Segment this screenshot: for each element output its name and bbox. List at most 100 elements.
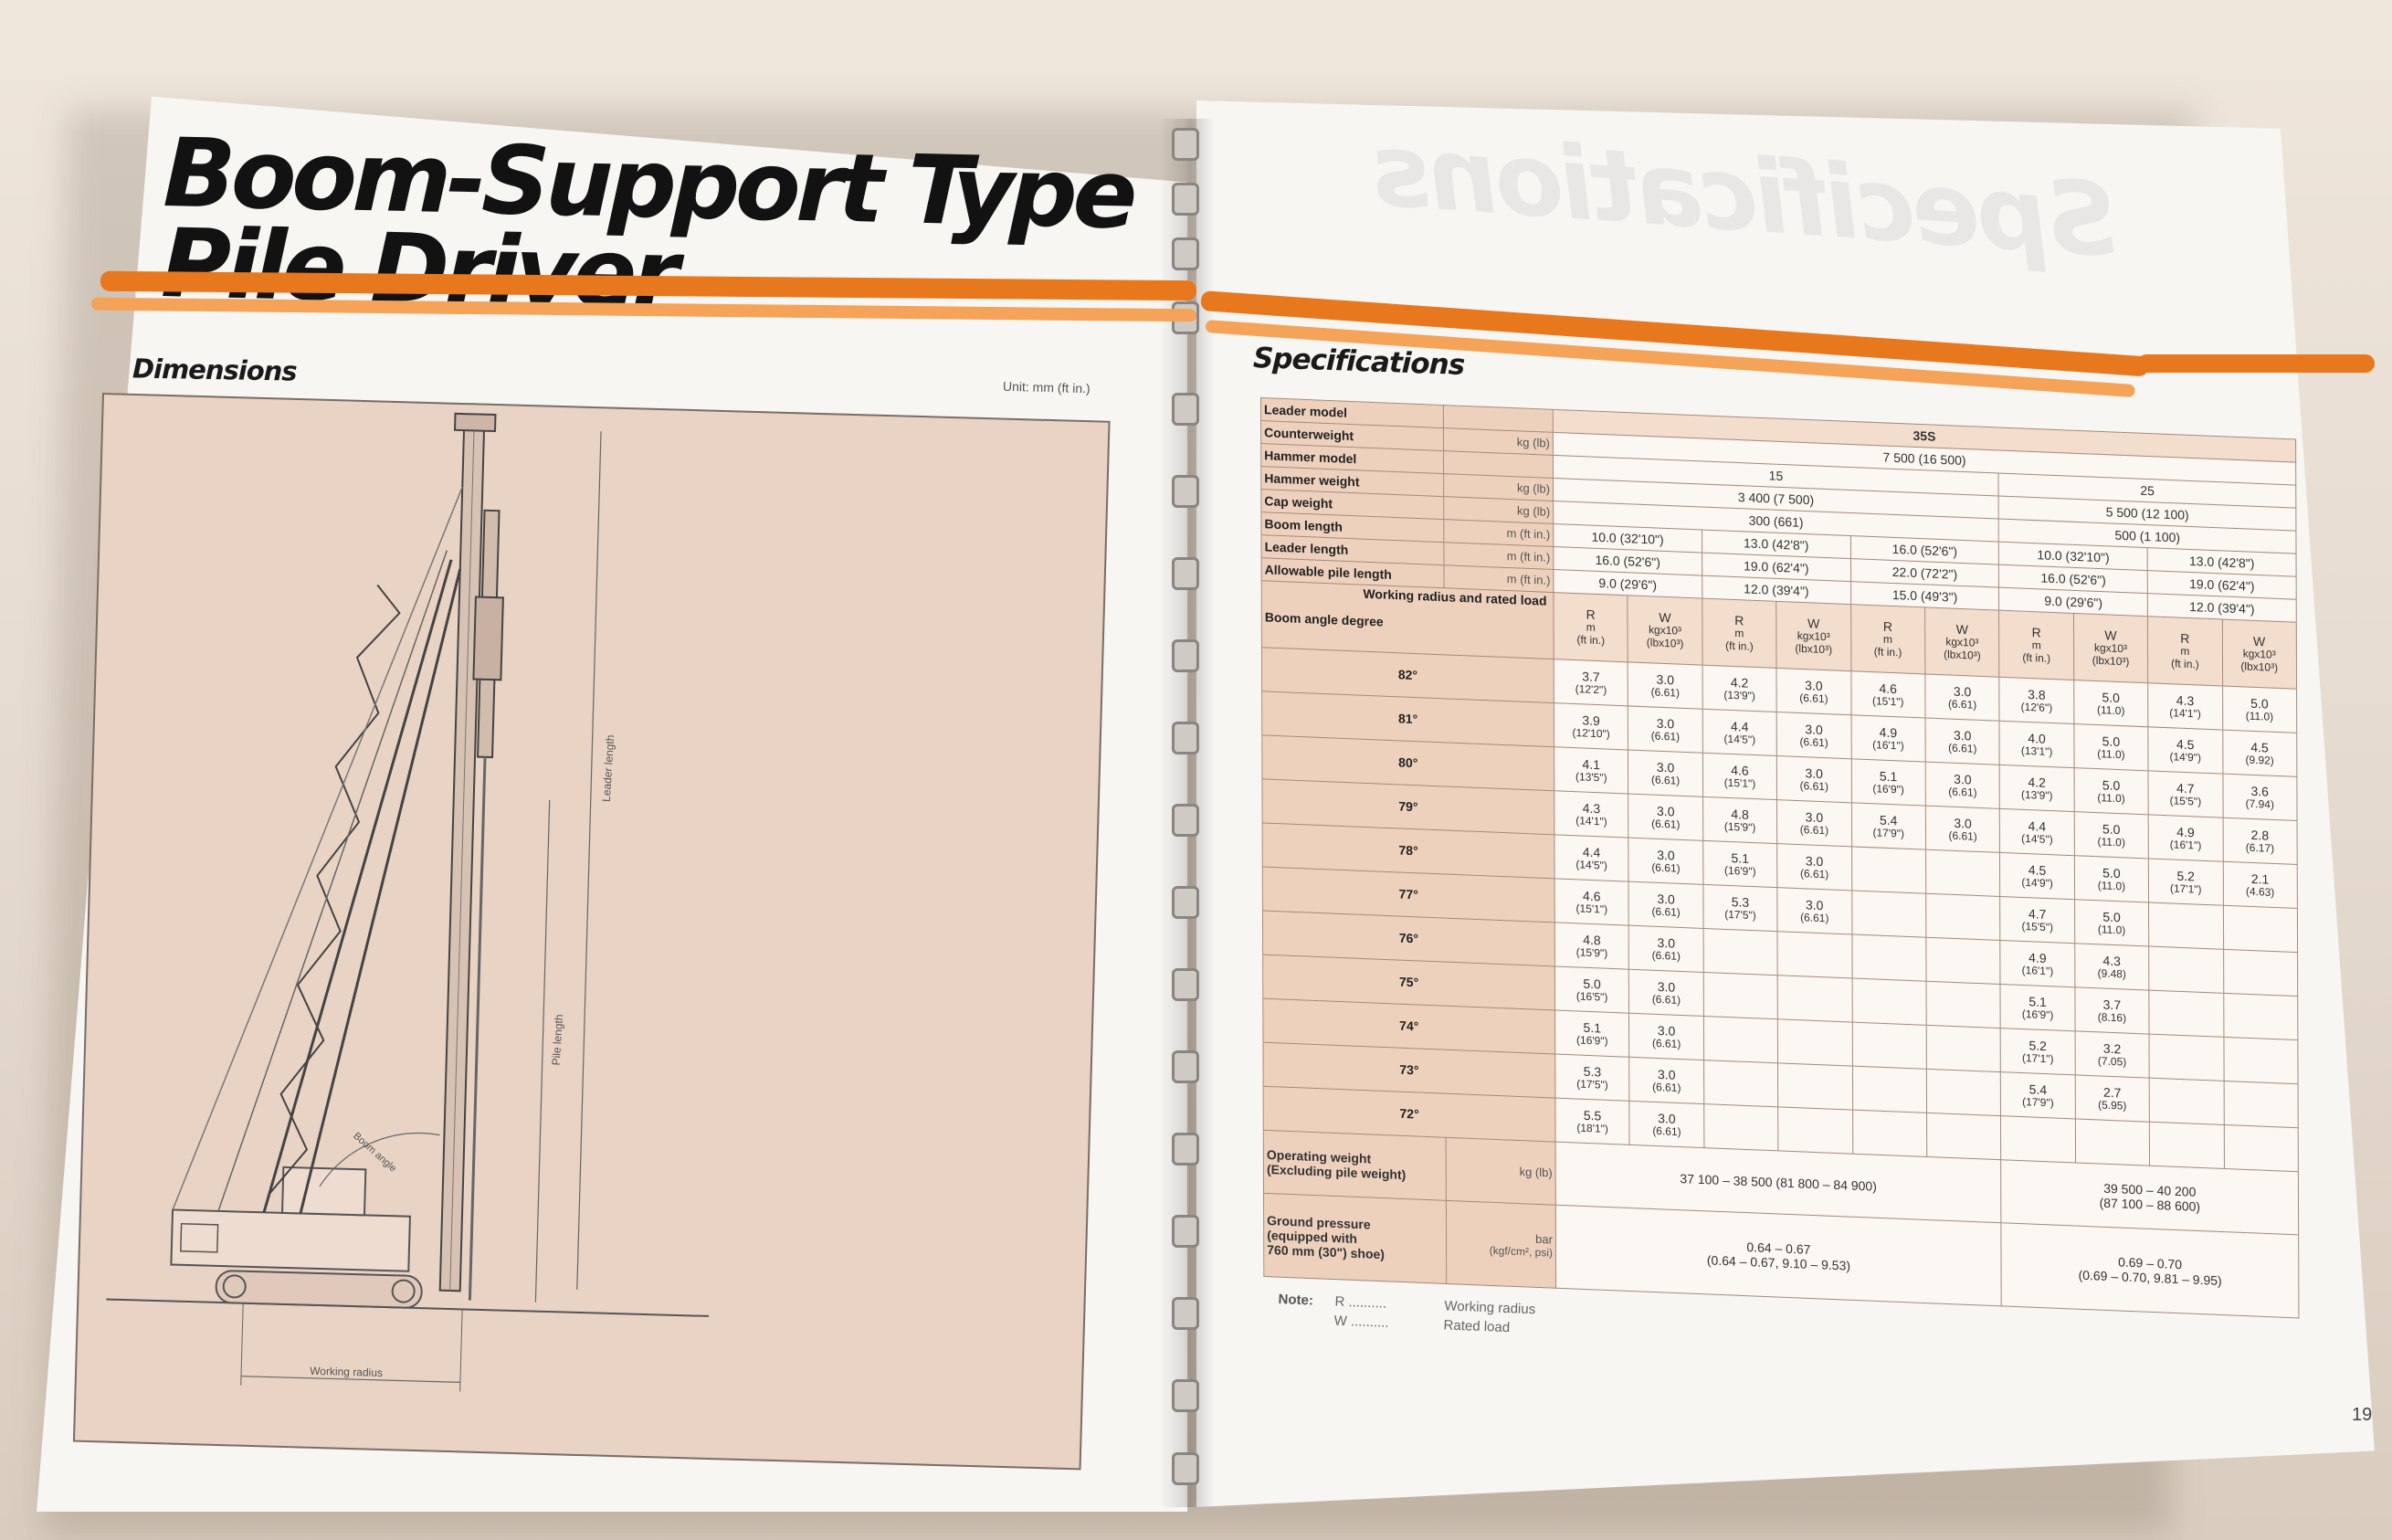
- radius-cell: 5.1(16'9"): [1850, 758, 1926, 807]
- binding-ring: [1172, 1297, 1199, 1330]
- radius-cell: [2148, 990, 2224, 1038]
- dimensions-heading: Dimensions: [132, 353, 297, 387]
- working-radius-label: Working radius: [309, 1364, 384, 1379]
- radius-cell: 4.9(16'1"): [2148, 814, 2223, 862]
- radius-cell: 5.3(17'5"): [1702, 884, 1778, 932]
- radius-cell: 4.3(14'1"): [1554, 790, 1629, 839]
- load-cell: 5.0(11.0): [2074, 855, 2149, 902]
- radius-cell: [2149, 1122, 2224, 1169]
- radius-cell: 5.2(17'1"): [2000, 1028, 2075, 1075]
- row-sublabel: (Excluding pile weight): [1266, 1161, 1407, 1183]
- radius-cell: 5.3(17'5"): [1554, 1054, 1630, 1102]
- load-cell: 3.0(6.61): [1628, 749, 1703, 797]
- radius-cell: 3.9(12'10"): [1554, 702, 1628, 750]
- binding-ring: [1172, 1133, 1199, 1166]
- page-number: 19: [2352, 1405, 2373, 1425]
- radius-cell: 4.8(15'9"): [1702, 796, 1777, 844]
- load-cell: 5.0(11.0): [2074, 899, 2149, 947]
- load-cell: [1777, 1106, 1853, 1155]
- radius-cell: [1852, 1066, 1927, 1113]
- load-cell: [1925, 981, 2001, 1028]
- radius-cell: 3.8(12'6"): [1999, 677, 2074, 724]
- radius-cell: 4.5(14'9"): [1999, 852, 2075, 900]
- binding-ring: [1172, 1050, 1199, 1083]
- load-cell: 2.1(4.63): [2222, 861, 2298, 909]
- radius-cell: 4.4(14'5"): [1999, 808, 2075, 856]
- load-cell: 5.0(11.0): [2073, 680, 2148, 727]
- load-cell: [1777, 931, 1852, 979]
- radius-cell: 5.1(16'9"): [1702, 840, 1778, 888]
- radius-cell: [2148, 902, 2224, 950]
- load-cell: [2075, 1118, 2150, 1166]
- load-cell: 3.0(6.61): [1925, 762, 2000, 809]
- load-cell: 3.0(6.61): [1629, 1101, 1704, 1148]
- radius-cell: 5.0(16'5"): [1554, 965, 1629, 1014]
- radius-cell: [1851, 1022, 1927, 1070]
- radius-cell: [1852, 1110, 1927, 1157]
- radius-cell: [2148, 946, 2224, 994]
- radius-cell: 4.3(14'1"): [2147, 682, 2223, 731]
- load-cell: [1777, 975, 1852, 1023]
- dimensions-drawing-panel: Leader length Pile length Working radius…: [72, 393, 1111, 1471]
- binding-ring: [1172, 639, 1199, 672]
- load-cell: 3.0(6.61): [1628, 969, 1704, 1017]
- load-cell: [1925, 849, 2000, 897]
- operating-weight-value: 39 500 – 40 200(87 100 – 88 600): [2000, 1159, 2299, 1235]
- radius-cell: [2149, 1034, 2224, 1081]
- binding-ring: [1172, 1215, 1199, 1248]
- load-cell: 3.6(7.94): [2222, 774, 2298, 821]
- binding-ring: [1172, 804, 1199, 837]
- load-cell: 5.0(11.0): [2073, 723, 2149, 771]
- radius-cell: 4.9(16'1"): [1850, 714, 1926, 763]
- note-value: Working radius: [1444, 1298, 1536, 1318]
- radius-cell: 5.1(16'9"): [1554, 1009, 1630, 1058]
- load-cell: 3.0(6.61): [1628, 661, 1703, 710]
- load-cell: [2223, 1124, 2299, 1172]
- unit: kg (lb): [1446, 1137, 1556, 1206]
- load-cell: 3.0(6.61): [1628, 925, 1704, 973]
- radius-cell: [1851, 978, 1927, 1026]
- radius-cell: [1851, 846, 1926, 894]
- radius-cell: 4.5(14'9"): [2147, 726, 2223, 775]
- binding-ring: [1172, 183, 1199, 216]
- note-label: Note:: [1278, 1291, 1314, 1309]
- unit: bar(kgf/cm², psi): [1446, 1200, 1556, 1289]
- radius-cell: [1703, 1016, 1778, 1063]
- radius-cell: 4.4(14'5"): [1702, 709, 1777, 756]
- crawler-pile-driver-drawing: [106, 412, 710, 1392]
- load-cell: 3.0(6.61): [1924, 717, 2000, 765]
- load-cell: 3.0(6.61): [1628, 794, 1703, 841]
- note-value: Rated load: [1443, 1317, 1511, 1336]
- radius-cell: [1851, 890, 1926, 938]
- radius-cell: [1703, 1060, 1778, 1107]
- radius-cell: 4.8(15'9"): [1554, 922, 1629, 970]
- binding-ring: [1172, 1379, 1199, 1412]
- radius-cell: 4.9(16'1"): [2000, 940, 2075, 987]
- load-cell: [1777, 1018, 1853, 1067]
- load-cell: 2.7(5.95): [2074, 1074, 2150, 1123]
- unit-label: Unit: mm (ft in.): [1002, 378, 1091, 396]
- load-cell: 3.0(6.61): [1776, 668, 1851, 715]
- load-cell: [2223, 1037, 2299, 1084]
- radius-cell: 4.6(15'1"): [1850, 670, 1925, 718]
- radius-cell: 5.5(18'1"): [1554, 1098, 1630, 1145]
- radius-cell: [2000, 1115, 2076, 1163]
- load-cell: 4.3(9.48): [2074, 943, 2149, 991]
- radius-cell: 4.6(15'1"): [1702, 753, 1777, 800]
- load-cell: [2222, 905, 2298, 953]
- load-cell: [2223, 949, 2298, 997]
- ground-pressure-value: 0.64 – 0.67(0.64 – 0.67, 9.10 – 9.53): [1555, 1205, 2002, 1306]
- load-table-body: 82°3.7(12'2")3.0(6.61)4.2(13'9")3.0(6.61…: [1261, 647, 2299, 1172]
- load-cell: 3.0(6.61): [1776, 843, 1852, 891]
- boom-angle-header: Boom angle degree: [1264, 609, 1384, 629]
- binding-ring: [1172, 722, 1199, 754]
